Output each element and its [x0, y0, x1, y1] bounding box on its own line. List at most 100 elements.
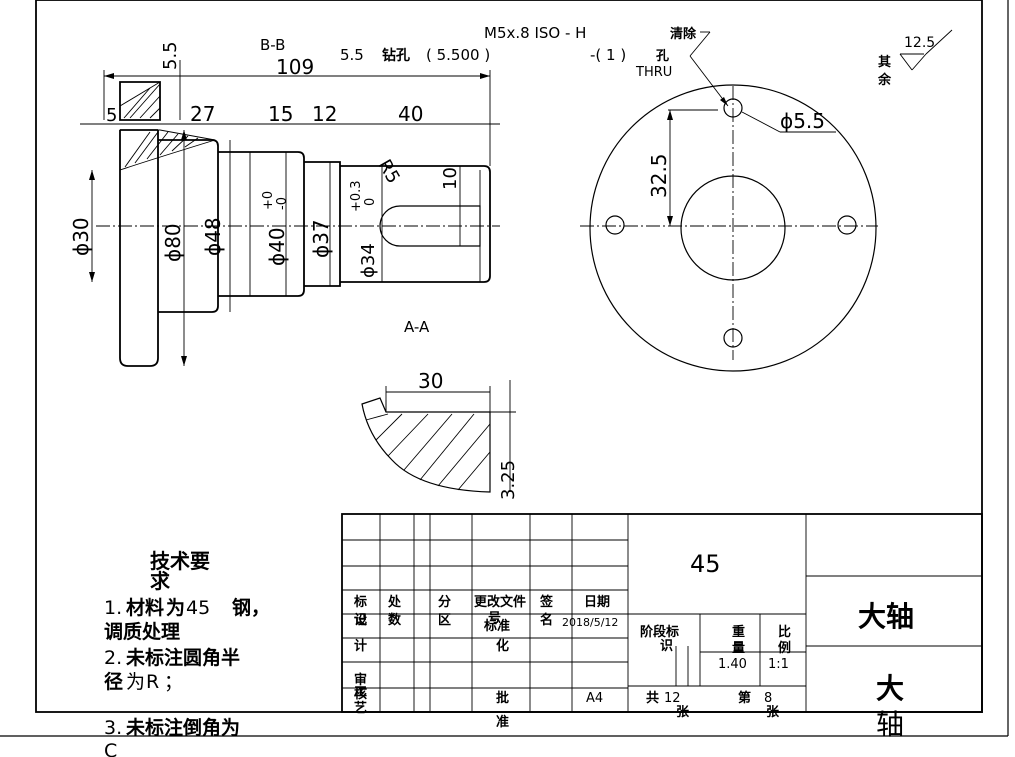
tb-change-doc-2: 号 [488, 611, 501, 626]
tech-req-item2-e: ； [164, 671, 183, 693]
tb-stage-mark: 阶段标 [640, 624, 679, 640]
tech-req-item1-b: 为 [166, 596, 185, 619]
dim-dia-40-tol-upper: +0 [261, 191, 276, 210]
tb-design-2: 计 [354, 638, 367, 654]
drill-word: 钻孔 [382, 47, 410, 64]
tb-stage-mark-2: 识 [660, 639, 673, 654]
tb-sign: 签 [539, 594, 554, 610]
tb-review-2: 核 [354, 686, 367, 702]
tb-count-2: 数 [388, 612, 402, 628]
dim-hole-dia-5-5: ϕ5.5 [780, 109, 825, 133]
tb-date-value: 2018/5/12 [562, 616, 618, 629]
drill-prefix: 5.5 [340, 46, 364, 64]
tb-scale-label: 比 [778, 624, 791, 640]
tb-mark: 标 [353, 594, 367, 610]
thru-label: THRU [635, 65, 672, 80]
thread-count: -( 1 ) [590, 46, 626, 64]
dim-dia-80: ϕ80 [161, 223, 185, 262]
dim-dia-30: ϕ30 [69, 217, 93, 256]
thread-clear: 清除 [670, 26, 697, 42]
flange-end-view [580, 84, 878, 372]
tb-scale-value: 1:1 [768, 657, 789, 672]
dim-aa-depth-3-25: 3.25 [498, 460, 519, 500]
thread-hole: 孔 [656, 49, 669, 64]
tb-approve-2: 准 [496, 714, 509, 730]
tech-req-item3-b: C [104, 740, 117, 757]
tech-req-title-2: 求 [150, 569, 171, 593]
tb-weight-2: 量 [732, 641, 745, 656]
tb-change-doc: 更改文件 [474, 594, 526, 610]
tb-sheet-suffix: 张 [766, 705, 780, 720]
tech-req-item1-d: 钢， [232, 597, 270, 619]
tb-count: 处 [387, 594, 402, 610]
tb-date: 日期 [584, 595, 610, 610]
dim-len-40: 40 [398, 102, 423, 126]
dim-slot-10: 10 [440, 167, 461, 190]
dim-radius-5: R5 [374, 156, 404, 187]
drill-value: ( 5.500 ) [426, 46, 490, 64]
tb-paper: A4 [586, 691, 603, 706]
tech-req-item3-num: 3. [104, 717, 122, 739]
dim-dia-37: ϕ37 [309, 219, 333, 258]
tb-sheet-value: 8 [764, 691, 772, 706]
tb-standard: 标准 [483, 618, 510, 634]
dim-aa-width-30: 30 [418, 369, 443, 393]
dim-overall-length: 109 [276, 55, 314, 79]
flange-hatch [119, 81, 216, 171]
dim-len-15: 15 [268, 102, 293, 126]
tb-total-prefix: 共 [646, 690, 659, 706]
tb-zone: 分 [438, 594, 451, 610]
dim-dia-40-tol-lower: -0 [275, 197, 290, 210]
dim-dia-40: ϕ40 [265, 227, 289, 266]
dim-5-5-top: 5.5 [160, 41, 181, 70]
tb-sheet-prefix: 第 [738, 690, 751, 706]
roughness-symbol [899, 29, 953, 71]
section-aa-view [361, 380, 516, 493]
tb-total-suffix: 张 [676, 705, 690, 720]
tb-part-name-big-2: 轴 [876, 708, 904, 741]
section-bb-label: B-B [260, 36, 285, 54]
tb-part-name-big-1: 大 [876, 672, 904, 705]
tb-material: 45 [690, 550, 721, 578]
main-view-dimensions [80, 60, 500, 366]
shaft-section-view [96, 81, 500, 367]
tb-approve: 批 [496, 690, 509, 706]
tb-weight: 重 [732, 624, 745, 640]
thread-spec: M5x.8 ISO - H [484, 24, 586, 42]
tb-sign-2: 名 [540, 612, 553, 628]
tech-req-item1-num: 1. [104, 597, 122, 619]
tb-design: 设 [354, 613, 368, 628]
dim-dia-34-tol-upper: +0.3 [349, 180, 364, 212]
tech-req-item2-a: 未标注圆角半 [125, 646, 240, 669]
tb-weight-value: 1.40 [718, 657, 747, 672]
roughness-rest-1: 其 [878, 54, 891, 70]
tech-req-item1-a: 材料 [126, 596, 164, 619]
dim-dia-34-tol-lower: 0 [363, 198, 378, 206]
tb-zone-2: 区 [438, 613, 451, 628]
dim-dia-48: ϕ48 [201, 217, 225, 256]
dim-len-5: 5 [106, 105, 117, 126]
tb-scale-label-2: 例 [778, 640, 791, 656]
tech-req-item2-b: 径 [104, 671, 123, 693]
tb-process-2: 艺 [354, 700, 367, 716]
dim-len-12: 12 [312, 102, 337, 126]
tech-req-item2-c: 为 [126, 671, 145, 693]
dim-len-27: 27 [190, 102, 215, 126]
tech-req-item1-line2: 调质处理 [104, 620, 180, 643]
dim-circle-32-5: 32.5 [647, 153, 671, 198]
roughness-rest-2: 余 [877, 72, 892, 88]
title-block-grid [341, 513, 983, 713]
tech-req-item1-c: 45 [186, 597, 210, 619]
tb-process: 工 [354, 685, 367, 700]
dim-dia-34: ϕ34 [358, 243, 379, 278]
tb-total-value: 12 [664, 691, 681, 706]
tech-req-title: 技术要 [150, 549, 210, 573]
tech-req-item2-d: R [146, 671, 159, 693]
tech-req-item3-a: 未标注倒角为 [125, 716, 240, 739]
section-aa-label: A-A [404, 318, 430, 336]
tb-review: 审 [354, 672, 367, 688]
tech-req-item2-num: 2. [104, 647, 122, 669]
tb-part-name: 大轴 [858, 600, 914, 633]
roughness-value: 12.5 [904, 35, 935, 51]
